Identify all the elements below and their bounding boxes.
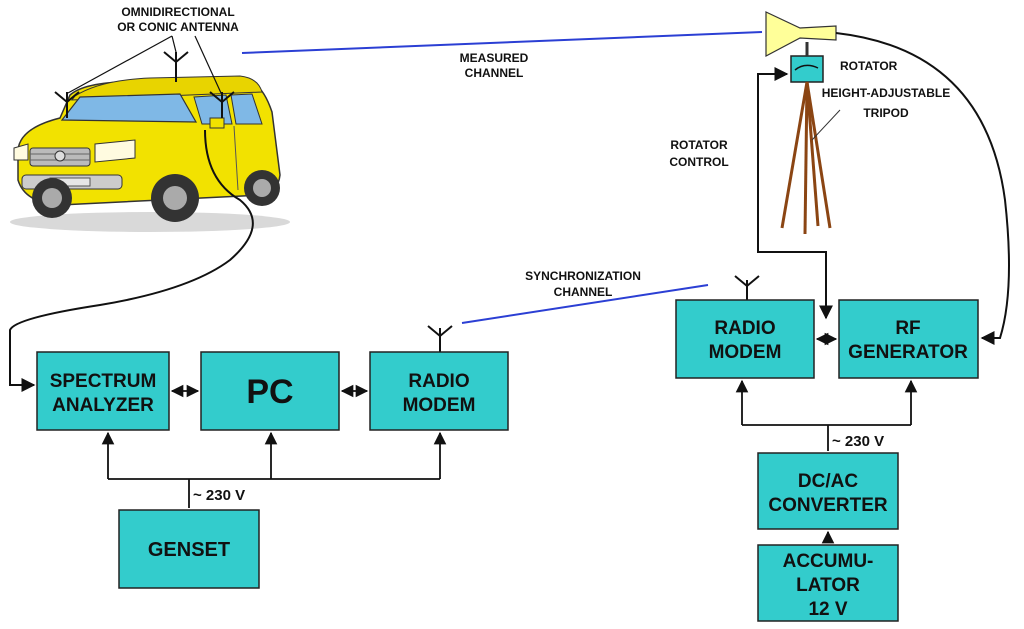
radio-modem-left-line2: MODEM [403,395,476,416]
rotator-control-label-line2: CONTROL [669,155,728,169]
voltage-label-right: ~ 230 V [832,433,884,450]
box-dcac-converter: DC/AC CONVERTER [757,452,899,530]
spectrum-analyzer-line2: ANALYZER [52,395,154,416]
box-spectrum-analyzer: SPECTRUM ANALYZER [36,351,170,431]
radio-modem-right-line1: RADIO [714,318,775,339]
dcac-converter-line2: CONVERTER [768,495,888,516]
box-radio-modem-left: RADIO MODEM [369,351,509,431]
dcac-converter-line1: DC/AC [798,471,858,492]
box-accumulator: ACCUMU- LATOR 12 V [757,544,899,622]
rotator-label: ROTATOR [840,59,898,73]
box-pc: PC [200,351,340,431]
sync-channel-label-line2: CHANNEL [554,285,613,299]
accumulator-line1: ACCUMU- [783,551,874,572]
box-radio-modem-right: RADIO MODEM [675,299,815,379]
antenna-cable [9,129,254,392]
antenna-label-line2: OR CONIC ANTENNA [117,20,239,34]
spectrum-analyzer-line1: SPECTRUM [50,371,157,392]
voltage-label-left: ~ 230 V [193,487,245,504]
pc-label: PC [246,373,293,411]
power-bus-left [101,431,447,508]
box-rf-generator: RF GENERATOR [838,299,979,379]
radio-modem-right-antenna-icon [734,275,760,300]
radio-modem-left-line1: RADIO [408,371,469,392]
antenna-label-line1: OMNIDIRECTIONAL [121,5,234,19]
box-genset: GENSET [118,509,260,589]
measured-channel-label-line1: MEASURED [460,51,529,65]
car-antenna-left-icon [54,91,80,118]
sync-channel-line [461,284,709,324]
rotator-control-label-line1: ROTATOR [670,138,728,152]
rotator-control-wire [757,67,833,320]
car-antenna-center-icon [163,51,189,82]
accumulator-line2: LATOR [796,575,860,596]
rotator-icon [790,42,824,83]
sync-channel-label-line1: SYNCHRONIZATION [525,269,641,283]
tripod-label-line2: TRIPOD [863,106,909,120]
accumulator-line3: 12 V [808,599,847,620]
rf-generator-line1: RF [895,318,920,339]
measured-channel-label-line2: CHANNEL [465,66,524,80]
rf-cable [835,32,1010,345]
car-illustration [10,35,290,232]
radio-modem-left-antenna-icon [427,325,453,352]
measured-channel-line [241,31,763,54]
tripod-label-line1: HEIGHT-ADJUSTABLE [822,86,950,100]
horn-antenna-icon [765,11,837,57]
rf-generator-line2: GENERATOR [848,342,968,363]
radio-modem-right-line2: MODEM [709,342,782,363]
car-antenna-right-icon [209,91,235,118]
genset-label: GENSET [148,539,230,561]
power-bus-right [735,379,918,451]
tripod-icon [780,81,832,235]
